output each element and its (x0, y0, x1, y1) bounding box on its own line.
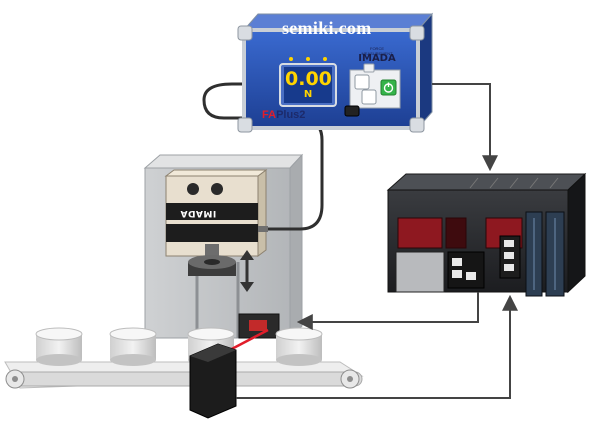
connection-lines (236, 83, 518, 399)
plc-controller (386, 172, 587, 297)
sensor-beam (225, 328, 269, 354)
model-prefix: FA (262, 109, 277, 121)
faplus2-controller (237, 12, 434, 133)
gauge-brand-logo: IMADA (358, 53, 396, 64)
sample-cylinder (109, 327, 157, 366)
up-down-arrow-icon (240, 250, 254, 292)
gauge-reading: 0.00 (285, 68, 332, 90)
signal-line-sensor-to-plc (236, 294, 518, 399)
model-suffix: Plus2 (276, 109, 306, 121)
sample-cylinder (275, 327, 323, 366)
photo-sensor (189, 328, 269, 419)
watermark-text: semiki.com (282, 18, 372, 38)
stand-gauge-head (164, 169, 268, 257)
gauge-brand-caption: FORCE MEASUREMENT (361, 46, 393, 56)
signal-line-gauge-to-plc (432, 83, 498, 172)
gauge-model-label: FAPlus2 (262, 109, 305, 121)
power-icon (383, 82, 394, 93)
load-cell (188, 244, 236, 276)
signal-line-plc-to-stand (296, 292, 479, 330)
gauge-unit: N (303, 89, 313, 100)
conveyor-belt (4, 361, 364, 389)
sample-cylinder (35, 327, 83, 366)
stand-label: IMADA (180, 208, 217, 218)
